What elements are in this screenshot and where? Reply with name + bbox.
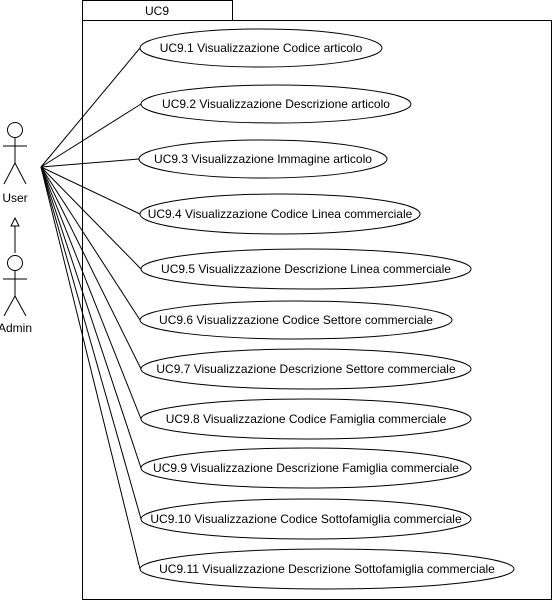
user-label: User: [2, 191, 27, 205]
association-line: [40, 166, 142, 370]
use-case-label: UC9.9 Visualizzazione Descrizione Famigl…: [153, 461, 459, 475]
generalization-arrow: [10, 216, 20, 253]
use-cases: UC9.1 Visualizzazione Codice articoloUC9…: [138, 28, 515, 590]
association-line: [40, 166, 141, 215]
use-case-label: UC9.3 Visualizzazione Immagine articolo: [154, 152, 372, 166]
use-case: UC9.11 Visualizzazione Descrizione Sotto…: [139, 548, 515, 590]
association-line: [40, 158, 140, 168]
use-case-label: UC9.6 Visualizzazione Codice Settore com…: [159, 313, 433, 327]
use-case-ellipse: [139, 548, 515, 590]
association-line: [40, 166, 142, 270]
use-case-label: UC9.1 Visualizzazione Codice articolo: [160, 41, 363, 55]
association-line: [40, 103, 142, 168]
use-case-ellipse: [140, 398, 472, 440]
use-case-label: UC9.2 Visualizzazione Descrizione artico…: [162, 97, 390, 111]
use-case-ellipse: [139, 300, 453, 340]
use-case: UC9.5 Visualizzazione Descrizione Linea …: [140, 248, 472, 290]
use-case-label: UC9.7 Visualizzazione Descrizione Settor…: [156, 362, 456, 376]
use-case-ellipse: [140, 447, 472, 489]
use-case-ellipse: [139, 193, 421, 235]
use-case: UC9.6 Visualizzazione Codice Settore com…: [139, 300, 453, 340]
use-case: UC9.2 Visualizzazione Descrizione artico…: [140, 84, 412, 124]
use-case-label: UC9.10 Visualizzazione Codice Sottofamig…: [150, 512, 462, 526]
use-case: UC9.10 Visualizzazione Codice Sottofamig…: [140, 498, 472, 540]
use-case-label: UC9.8 Visualizzazione Codice Famiglia co…: [166, 412, 447, 426]
associations: [40, 47, 142, 570]
association-line: [40, 47, 141, 168]
association-line: [40, 166, 141, 321]
use-case-ellipse: [140, 84, 412, 124]
use-case-ellipse: [138, 139, 388, 179]
system-title-tab: [82, 0, 233, 21]
user-actor: [3, 122, 27, 185]
association-line: [40, 166, 142, 469]
use-case: UC9.7 Visualizzazione Descrizione Settor…: [140, 348, 472, 390]
system-title: UC9: [145, 4, 169, 18]
admin-actor: [3, 255, 27, 317]
use-case-ellipse: [140, 348, 472, 390]
association-line: [40, 166, 141, 570]
use-case-label: UC9.5 Visualizzazione Descrizione Linea …: [161, 262, 451, 276]
use-case-ellipse: [140, 248, 472, 290]
use-case: UC9.8 Visualizzazione Codice Famiglia co…: [140, 398, 472, 440]
admin-label: Admin: [0, 321, 32, 335]
use-case-ellipse: [140, 498, 472, 540]
association-line: [40, 166, 142, 420]
association-line: [40, 166, 142, 520]
use-case-label: UC9.4 Visualizzazione Codice Linea comme…: [148, 207, 413, 221]
use-case: UC9.1 Visualizzazione Codice articolo: [139, 28, 383, 68]
use-case-label: UC9.11 Visualizzazione Descrizione Sotto…: [159, 562, 495, 576]
use-case: UC9.3 Visualizzazione Immagine articolo: [138, 139, 388, 179]
use-case: UC9.9 Visualizzazione Descrizione Famigl…: [140, 447, 472, 489]
use-case: UC9.4 Visualizzazione Codice Linea comme…: [139, 193, 421, 235]
use-case-ellipse: [139, 28, 383, 68]
